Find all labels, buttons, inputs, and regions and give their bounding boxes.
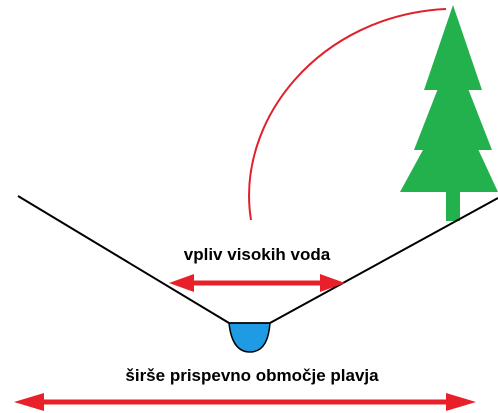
- trajectory-arc: [248, 8, 447, 221]
- double-arrow: [169, 274, 345, 292]
- high-water-label: vpliv visokih voda: [183, 245, 331, 264]
- double-arrow: [14, 393, 476, 411]
- tree-icon: [400, 5, 498, 221]
- water-channel: [228, 322, 271, 353]
- valley-slope: [17, 195, 498, 324]
- catchment-label: širše prispevno območje plavja: [125, 366, 379, 385]
